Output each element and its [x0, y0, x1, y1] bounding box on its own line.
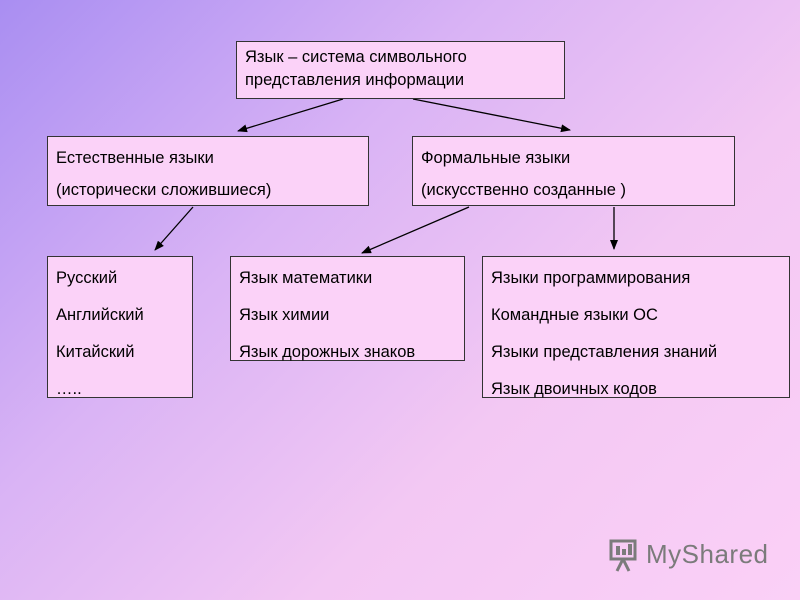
- arrow-root-to-natural: [237, 98, 344, 133]
- computer-language-item: Языки представления знаний: [491, 343, 718, 361]
- watermark-text: MyShared: [646, 539, 769, 569]
- natural-title: Естественные языки: [56, 149, 214, 167]
- presentation-board-icon: [609, 539, 637, 572]
- formal-subtitle: (искусственно созданные ): [421, 181, 627, 199]
- science-languages-box: Язык математики Язык химии Язык дорожных…: [230, 256, 465, 361]
- root-line-2: представления информации: [245, 71, 465, 89]
- watermark-logo: MyShared: [608, 537, 768, 573]
- formal-languages-box: Формальные языки (искусственно созданные…: [412, 136, 735, 206]
- arrow-natural-to-examples: [154, 206, 194, 251]
- computer-languages-box: Языки программирования Командные языки О…: [482, 256, 790, 398]
- root-line-1: Язык – система символьного: [245, 48, 467, 66]
- arrow-formal-to-science: [361, 206, 470, 254]
- natural-examples-box: Русский Английский Китайский …..: [47, 256, 193, 398]
- computer-language-item: Языки программирования: [491, 269, 691, 287]
- science-language-item: Язык химии: [239, 306, 330, 324]
- natural-example-item: Русский: [56, 269, 118, 287]
- arrow-root-to-formal: [412, 98, 571, 133]
- computer-language-item: Командные языки ОС: [491, 306, 658, 324]
- natural-example-item: Английский: [56, 306, 144, 324]
- natural-example-item: Китайский: [56, 343, 135, 361]
- natural-subtitle: (исторически сложившиеся): [56, 181, 272, 199]
- natural-languages-box: Естественные языки (исторически сложивши…: [47, 136, 369, 206]
- formal-title: Формальные языки: [421, 149, 571, 167]
- science-language-item: Язык дорожных знаков: [239, 343, 416, 361]
- science-language-item: Язык математики: [239, 269, 373, 287]
- computer-language-item: Язык двоичных кодов: [491, 380, 657, 398]
- natural-example-ellipsis: …..: [56, 380, 82, 398]
- root-box-language-definition: Язык – система символьного представления…: [236, 41, 565, 99]
